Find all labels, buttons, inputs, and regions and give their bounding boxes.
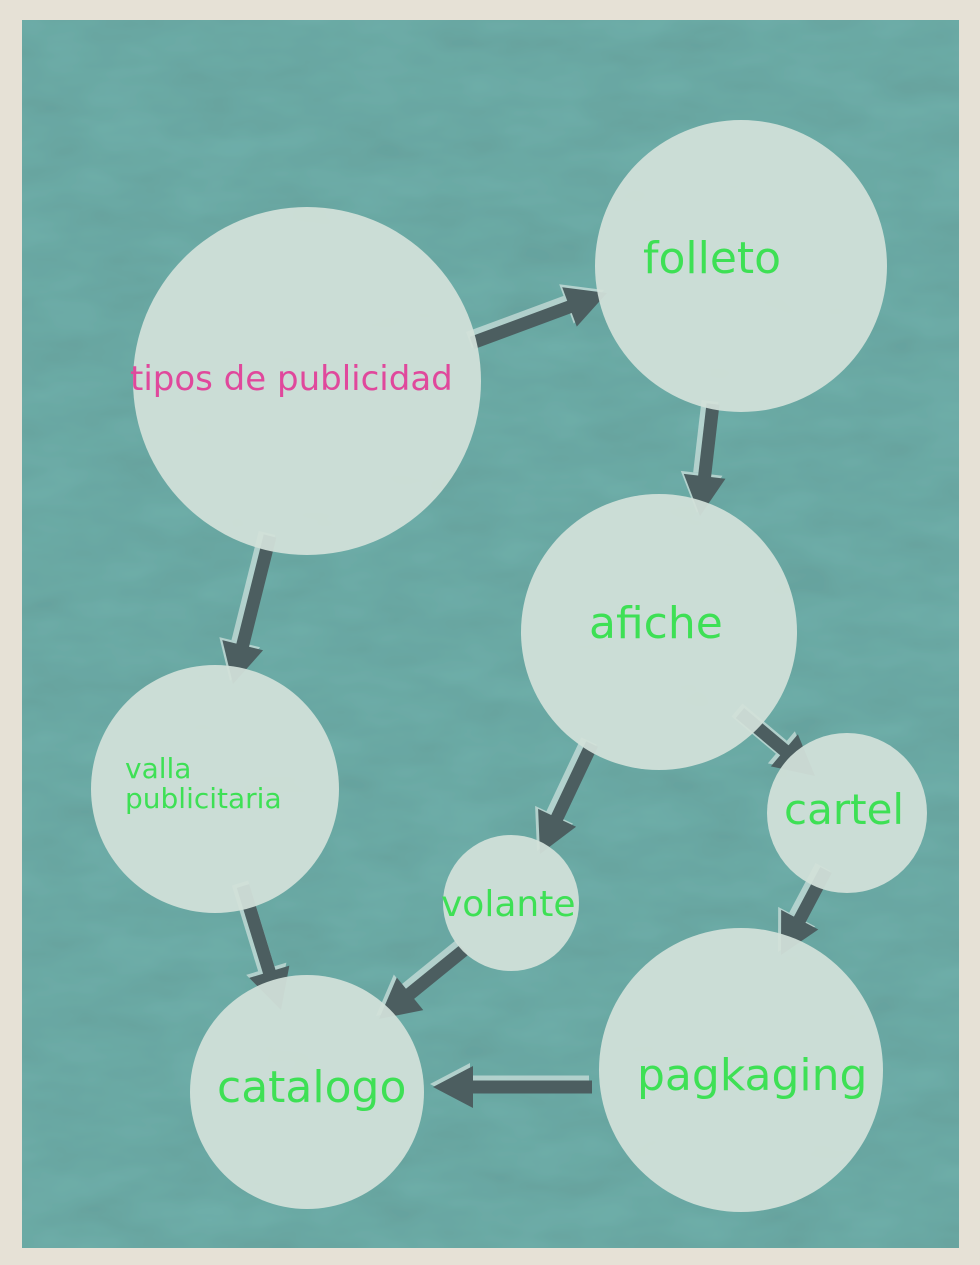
node-cartel: cartel [767, 733, 927, 893]
arrow-folleto-afiche [680, 400, 726, 516]
node-label-afiche: afiche [589, 598, 723, 649]
arrow-head [683, 473, 726, 516]
node-label-catalogo: catalogo [217, 1062, 406, 1113]
arrow-shaft [697, 403, 720, 480]
node-circle-volante [443, 835, 579, 971]
arrow-head [379, 977, 424, 1019]
node-circle-tipos [133, 207, 481, 555]
node-circle-afiche [521, 494, 797, 770]
arrow-shaft [404, 944, 469, 1001]
arrow-head [433, 1066, 473, 1108]
arrow-shaft [235, 534, 277, 649]
node-label-tipos: tipos de publicidad [130, 359, 453, 399]
node-label-volante: volante [441, 884, 575, 925]
node-circle-valla [91, 665, 339, 913]
node-pagkaging: pagkaging [599, 928, 883, 1212]
node-volante: volante [441, 835, 579, 971]
node-circle-folleto [595, 120, 887, 412]
arrow-head [562, 287, 607, 327]
arrow-pagkaging-catalogo [430, 1063, 592, 1108]
node-label-cartel: cartel [784, 785, 904, 834]
arrow-tipos-folleto [466, 284, 607, 350]
node-circle-cartel [767, 733, 927, 893]
node-circle-pagkaging [599, 928, 883, 1212]
arrow-shaft [469, 300, 574, 350]
arrow-head [538, 808, 577, 854]
node-afiche: afiche [521, 494, 797, 770]
node-circle-catalogo [190, 975, 424, 1209]
node-label-folleto: folleto [643, 233, 781, 284]
arrow-shaft [550, 741, 598, 823]
node-folleto: folleto [595, 120, 887, 412]
node-catalogo: catalogo [190, 975, 424, 1209]
node-tipos: tipos de publicidad [130, 207, 481, 555]
arrow-afiche-volante [535, 737, 598, 854]
node-label-pagkaging: pagkaging [637, 1050, 867, 1101]
arrow-volante-catalogo [376, 940, 469, 1019]
